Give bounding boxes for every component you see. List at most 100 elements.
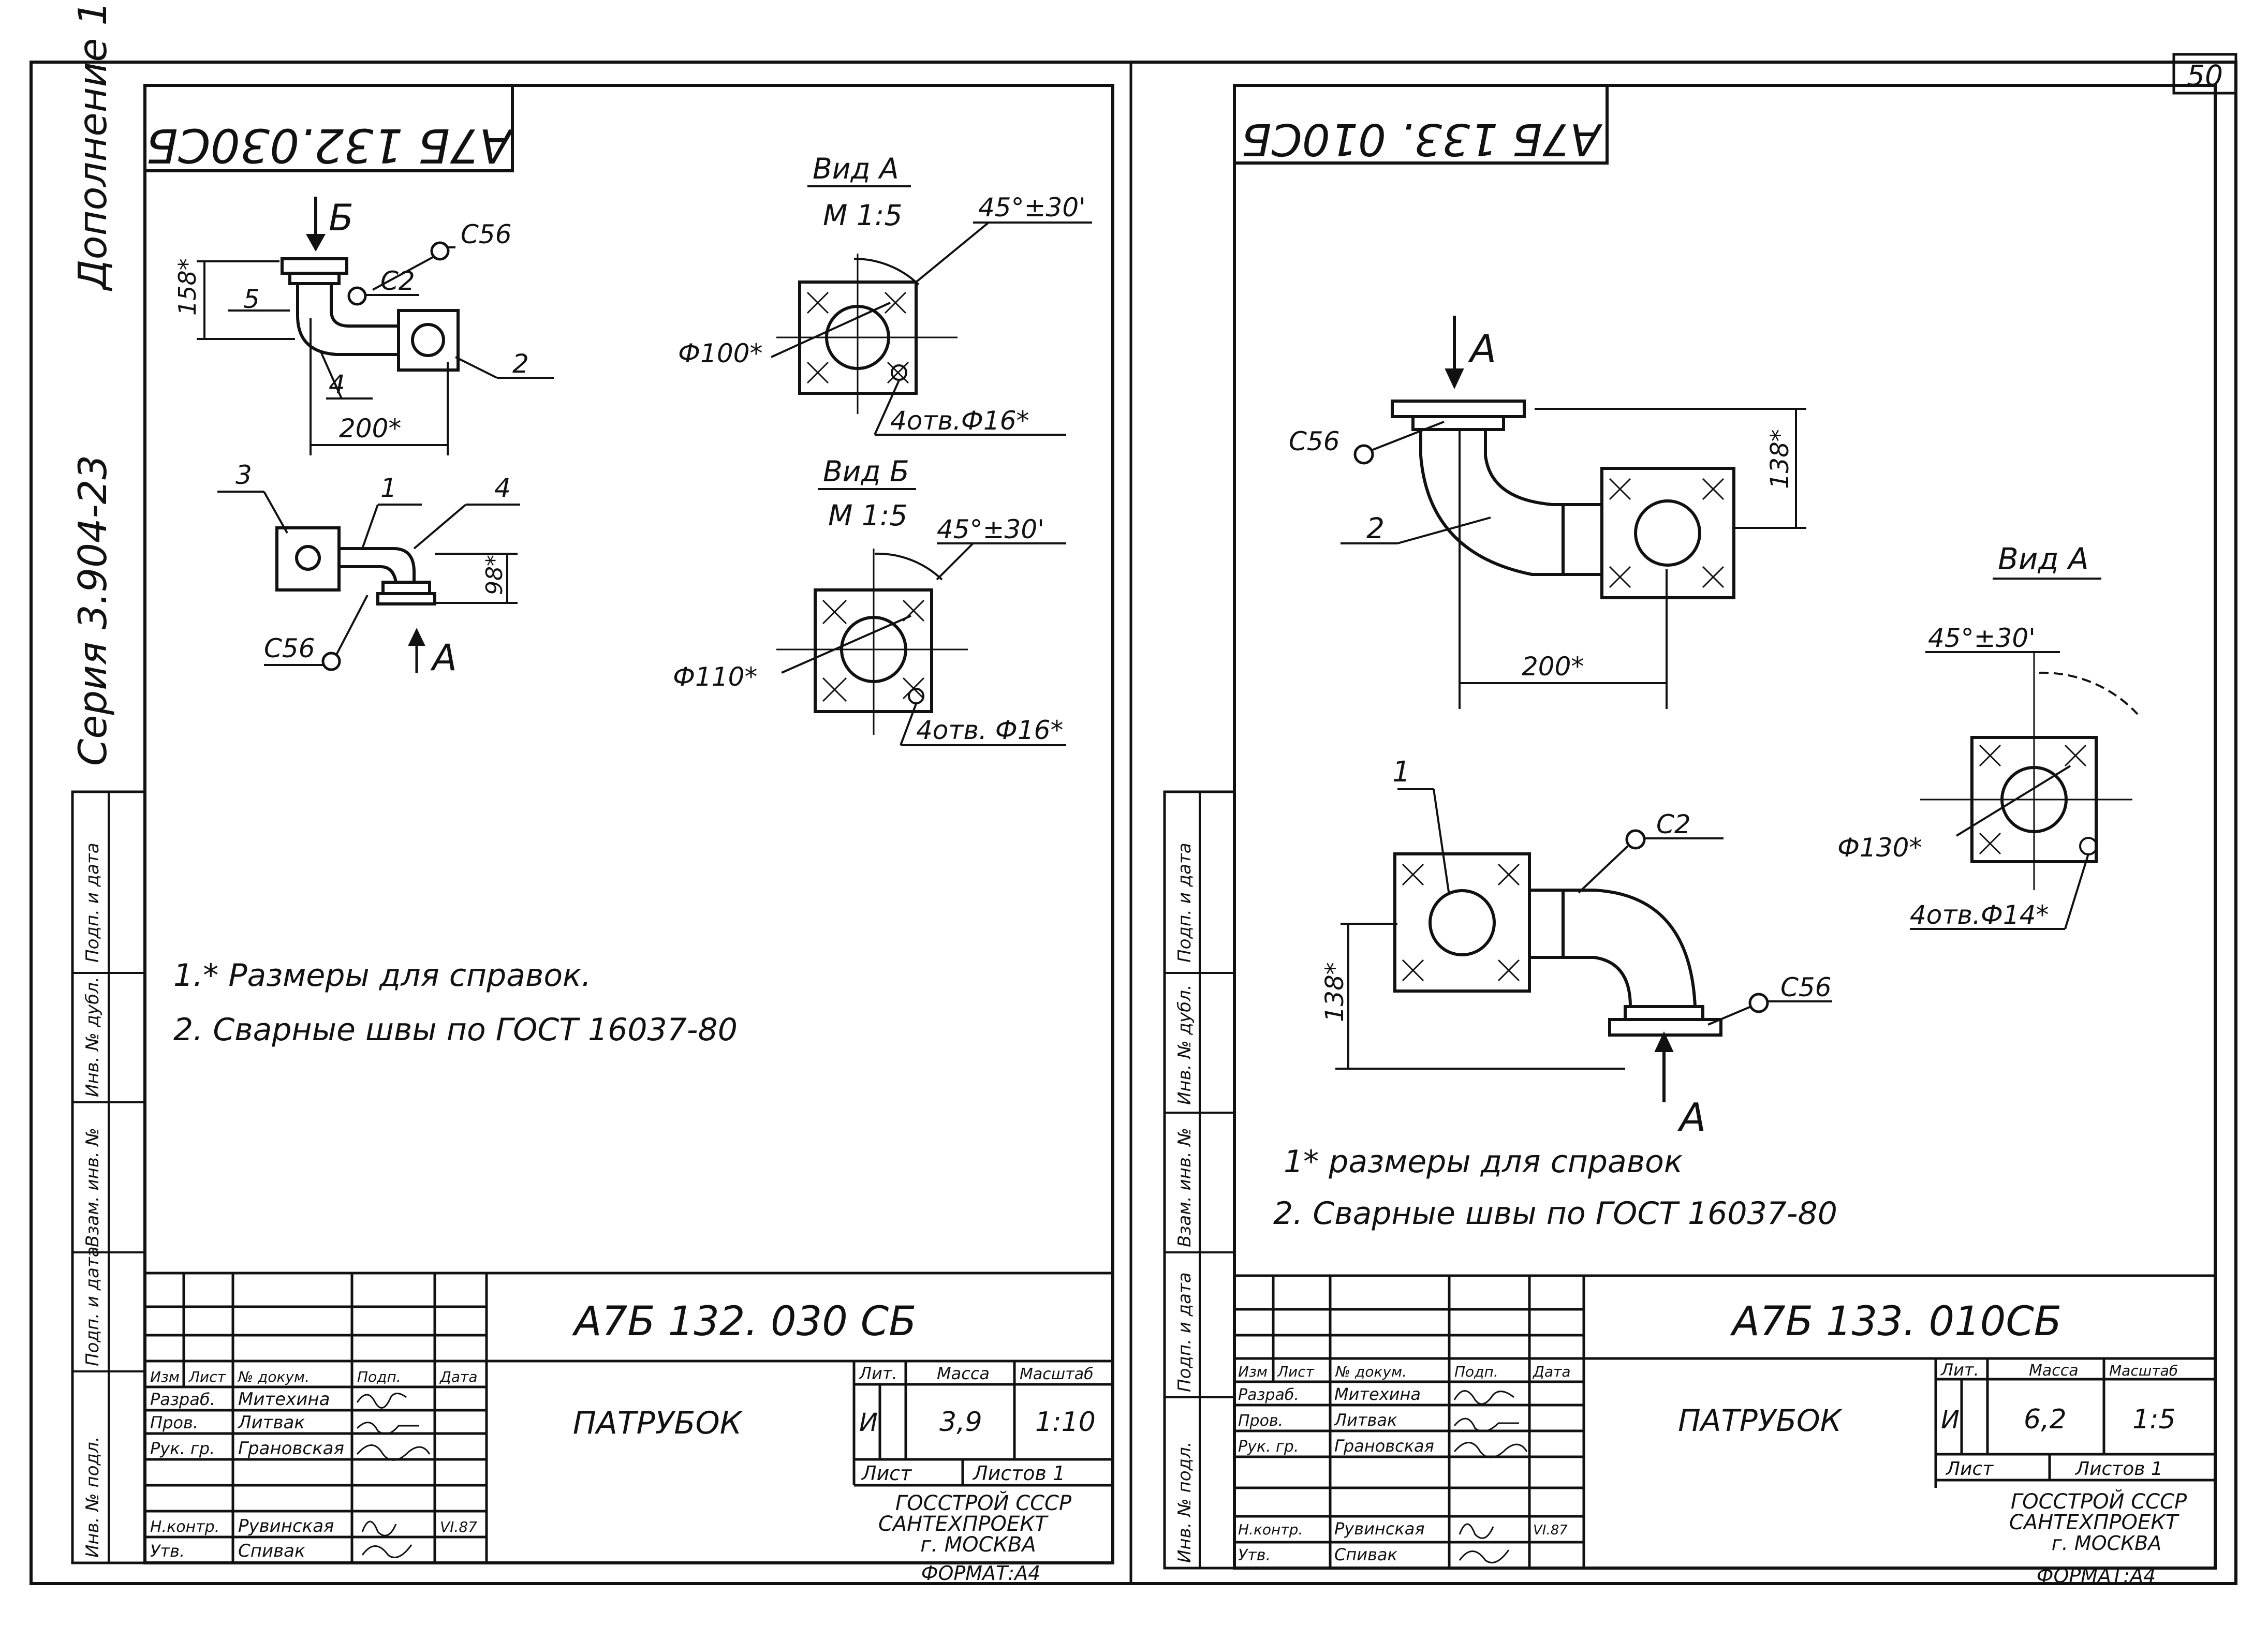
sheet-1-hdr-sign: Подп.: [357, 1368, 401, 1385]
sheet-2-role-4: Н.контр.: [1238, 1521, 1303, 1538]
sheet-2-scale: 1:5: [2132, 1404, 2176, 1435]
side-col-1-c: Взам. инв. №: [82, 1128, 103, 1247]
sheet-2-side-column: Подп. и дата Инв. № дубл. Взам. инв. № П…: [1163, 790, 1236, 1570]
sheet-1-sheets-total: Листов 1: [972, 1462, 1065, 1485]
sheet-1-org-2: САНТЕХПРОЕКТ: [878, 1512, 1049, 1536]
sheet-2-hdr-scale: Масштаб: [2109, 1362, 2178, 1379]
sheet-1-signatures: [356, 1393, 431, 1558]
pos-2-b: 2: [1366, 512, 1385, 545]
sheet-1-name-4: Рувинская: [238, 1516, 334, 1536]
arrow-a-label-1: А: [430, 637, 457, 679]
weld-c56-2: С56: [264, 633, 315, 663]
corner-mark-text: 50: [2187, 59, 2223, 92]
angle-a: 45°±30': [978, 193, 1086, 223]
pos-4-a: 4: [329, 370, 345, 400]
dim-138-bottom: 138*: [1320, 962, 1349, 1022]
sheet-2-format: ФОРМАТ:А4: [2037, 1564, 2156, 1587]
sheet-2-top-stamp: [1233, 84, 1609, 165]
sheet-1-litera: И: [859, 1408, 878, 1437]
sheet-1-date-4: VI.87: [440, 1518, 477, 1535]
dia-130: Ф130*: [1837, 833, 1922, 863]
side-col-2-e: Инв. № подл.: [1174, 1441, 1195, 1563]
pos-4-b: 4: [494, 473, 511, 503]
sheet-1: А7Б 132.030СБ Подп. и дата Инв. № дубл. …: [71, 84, 1114, 1585]
sheet-2-sheet: Лист: [1945, 1458, 1994, 1480]
holes-a: 4отв.Ф16*: [890, 406, 1029, 436]
sheet-2-hdr-doc: № докум.: [1334, 1363, 1407, 1380]
sheet-1-top-stamp: [143, 84, 514, 172]
sheet-1-scale: 1:10: [1035, 1407, 1096, 1438]
pos-1-b: 1: [1392, 755, 1410, 788]
sheet-1-role-1: Пров.: [150, 1413, 198, 1432]
weld-c2-2: С2: [1656, 809, 1691, 839]
sheet-1-elbow-side: 3 1 4 98* С56 А: [217, 460, 520, 679]
dim-158: 158*: [173, 258, 201, 316]
pos-1-a: 1: [380, 473, 397, 503]
weld-c56-4: С56: [1780, 972, 1832, 1002]
sheet-1-role-2: Рук. гр.: [150, 1439, 215, 1458]
sheet-1-sheet: Лист: [861, 1462, 912, 1485]
dim-138-top: 138*: [1765, 429, 1794, 489]
pos-2: 2: [512, 349, 529, 379]
sheet-1-hdr-izm: Изм: [150, 1368, 180, 1385]
dia-110: Ф110*: [673, 662, 757, 692]
sheet-1-hdr-mass: Масса: [937, 1364, 990, 1383]
angle-b: 45°±30': [937, 514, 1044, 544]
sheet-2-elbow-bottom: А 138* 1 С2 С56: [1320, 755, 1832, 1140]
sheet-1-top-doc-number: А7Б 132.030СБ: [146, 118, 514, 172]
sheet-1-mass: 3,9: [939, 1407, 982, 1438]
sheet-2-org-1: ГОССТРОЙ СССР: [2011, 1489, 2187, 1514]
sheet-1-hdr-date: Дата: [439, 1368, 478, 1385]
sheet-2: А7Б 133. 010СБ Подп. и дата Инв. № дубл.…: [1163, 84, 2217, 1587]
sheet-2-title: ПАТРУБОК: [1678, 1403, 1843, 1438]
sheet-2-title-block: [1233, 1274, 2217, 1570]
weld-c56-1: С56: [461, 219, 512, 249]
sheet-2-hdr-date: Дата: [1532, 1363, 1571, 1380]
holes-2: 4отв.Ф14*: [1910, 900, 2049, 930]
weld-c56-3: С56: [1289, 426, 1340, 456]
sheet-2-role-1: Пров.: [1238, 1412, 1283, 1430]
sheet-2-sheets-total: Листов 1: [2074, 1458, 2163, 1480]
view-b-scale: М 1:5: [828, 499, 907, 532]
side-col-1-e: Инв. № подл.: [82, 1436, 103, 1558]
view-a-scale: М 1:5: [823, 199, 902, 232]
arrow-b-label: Б: [329, 197, 354, 239]
sheet-2-signatures: [1453, 1390, 1528, 1563]
pos-3: 3: [235, 460, 252, 490]
dia-100: Ф100*: [678, 338, 762, 368]
sheet-1-view-a: Вид А М 1:5 45°±30' Ф100* 4отв.Ф16*: [678, 152, 1092, 436]
view-b-title: Вид Б: [823, 455, 909, 488]
weld-c2-1: С2: [380, 266, 415, 296]
pos-5: 5: [243, 284, 260, 314]
addendum-label: Дополнение 1: [70, 1, 115, 291]
sheet-2-hdr-lit: Лит.: [1940, 1360, 1979, 1380]
sheet-2-name-0: Митехина: [1334, 1384, 1421, 1404]
sheet-1-hdr-lit: Лит.: [859, 1364, 897, 1383]
sheet-1-title-block: [143, 1272, 1114, 1564]
sheet-2-role-0: Разраб.: [1238, 1386, 1299, 1404]
sheet-2-hdr-sign: Подп.: [1454, 1363, 1498, 1380]
side-col-2-b: Инв. № дубл.: [1174, 984, 1195, 1105]
sheet-2-org-3: г. МОСКВА: [2052, 1532, 2161, 1555]
sheet-2-name-1: Литвак: [1334, 1410, 1397, 1430]
sheet-1-hdr-scale: Масштаб: [1020, 1365, 1094, 1383]
sheet-2-name-5: Спивак: [1334, 1545, 1398, 1564]
sheet-2-role-2: Рук. гр.: [1238, 1438, 1299, 1456]
sheet-1-role-5: Утв.: [150, 1541, 185, 1561]
side-col-2-d: Подп. и дата: [1174, 1272, 1195, 1392]
dim-98: 98*: [481, 555, 508, 595]
dim-200: 200*: [339, 413, 401, 444]
sheet-2-litera: И: [1941, 1406, 1960, 1435]
outer-frame: [30, 61, 2237, 1585]
sheet-1-side-column: Подп. и дата Инв. № дубл. Взам. инв. № П…: [71, 790, 146, 1564]
sheet-1-name-2: Грановская: [238, 1438, 344, 1459]
view-a-title: Вид А: [813, 152, 899, 185]
sheet-1-role-4: Н.контр.: [150, 1518, 219, 1536]
side-col-1-b: Инв. № дубл.: [82, 977, 103, 1097]
angle-2: 45°±30': [1928, 623, 2036, 653]
sheet-2-date-4: VI.87: [1533, 1523, 1568, 1538]
sheet-1-view-b: Вид Б М 1:5 45°±30' Ф110* 4отв. Ф16*: [673, 455, 1066, 746]
sheet-2-view-a: Вид А 45°±30' Ф130* 4отв.Ф14*: [1837, 541, 2139, 930]
sheet-2-name-4: Рувинская: [1334, 1519, 1425, 1539]
dim-200-2: 200*: [1522, 652, 1584, 682]
